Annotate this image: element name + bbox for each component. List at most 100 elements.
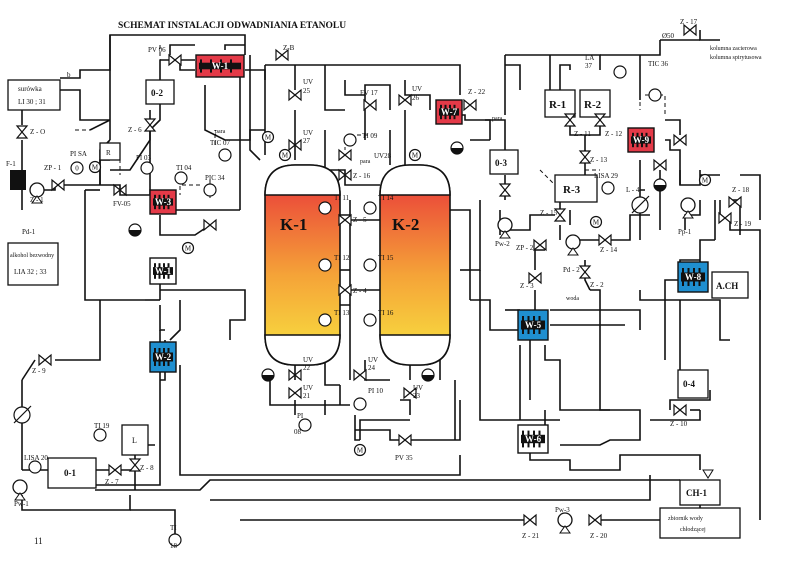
instrument-ti19 (93, 428, 107, 442)
tag-pv35: PV 35 (395, 454, 413, 462)
tag-z2: Z - 2 (590, 281, 604, 289)
tag-ti15: TI 15 (378, 254, 394, 262)
k2-label: K-2 (392, 215, 419, 234)
exchanger-w5: W-5 (517, 309, 549, 341)
li30-text: LI 30 ; 31 (18, 98, 46, 106)
box-r2 (579, 89, 611, 118)
woda-note: woda (566, 296, 579, 302)
tag-uv26: UV (412, 85, 422, 93)
valve-z10 (673, 403, 687, 417)
valve-pv35 (398, 433, 412, 447)
valve-z17 (683, 23, 697, 37)
motor-label: M (185, 245, 192, 253)
valve-z13 (578, 150, 592, 164)
tag-f1: F-1 (6, 160, 16, 168)
box-surowka (7, 79, 61, 111)
tag-z8: Z - 8 (140, 464, 154, 472)
valve-z5 (338, 213, 352, 227)
valve-zo (15, 125, 29, 139)
tag-z7: Z - 7 (105, 478, 119, 486)
box-zbiornik (659, 507, 741, 539)
tag-pisa: PI SA (70, 150, 87, 158)
valve-o3-out (498, 183, 512, 197)
valve-z16 (338, 168, 352, 182)
valve-z11 (563, 113, 577, 127)
box-l (121, 424, 149, 456)
motor-label: M (282, 152, 289, 160)
tag-z3: Z - 3 (520, 282, 534, 290)
valve-z8 (128, 458, 142, 472)
motor-w1: M (181, 241, 195, 255)
trap-k2 (421, 368, 435, 382)
tag-uv23: UV (413, 384, 423, 392)
box-r2-label: R-2 (584, 99, 602, 111)
tag-z22: Z - 22 (468, 88, 486, 96)
valve-uv22 (288, 368, 302, 382)
motor-z14: M (589, 215, 603, 229)
pump-pw1 (12, 479, 28, 501)
tag-uv24: UV (368, 356, 378, 364)
tag-uv23b: 23 (413, 392, 421, 400)
pump-pw2 (497, 217, 513, 239)
valve-z12 (593, 113, 607, 127)
valve-fv17 (363, 98, 377, 112)
box-ach-label: A.CH (716, 281, 738, 291)
tag-uv22b: 22 (303, 364, 311, 372)
box-o4 (677, 369, 709, 399)
valve-z21 (523, 513, 537, 527)
motor-label: M (92, 164, 99, 172)
tag-uv27b: 27 (303, 137, 311, 145)
instrument-pi03 (140, 161, 154, 175)
zbiornik-line1: zbiornik wody (668, 516, 703, 522)
trap-w3 (128, 223, 142, 237)
valve-z15 (553, 208, 567, 222)
trap-w7 (450, 141, 464, 155)
tag-uv25b: 25 (303, 87, 311, 95)
valve-uv21 (288, 386, 302, 400)
instrument-tic07 (218, 148, 232, 162)
tag-ti04: TI 04 (176, 164, 192, 172)
exchanger-label-w6: W-6 (525, 434, 542, 444)
tag-tic36: TIC 36 (648, 60, 669, 68)
tag-ti14: TI 14 (378, 194, 394, 202)
trap-k1 (261, 368, 275, 382)
instrument-lisa29 (601, 181, 615, 195)
valve-z9 (38, 353, 52, 367)
instrument-ti11 (318, 201, 332, 215)
valve-uv28 (338, 148, 352, 162)
kolumna-note-1: kolumna zacierowa (710, 46, 757, 52)
exchanger-label-w1top: W-1 (212, 61, 229, 71)
exchangers: W-1W-7W-9W-3W-1W-2W-5W-8W-6 (149, 54, 709, 454)
exchanger-label-w7: W-7 (441, 107, 458, 117)
tag-zb: Z-B (283, 44, 295, 52)
motor-label: M (702, 177, 709, 185)
column-k2: K-2 (379, 164, 451, 366)
exchanger-w8: W-8 (677, 261, 709, 293)
instrument-ti12 (318, 258, 332, 272)
instrument-ti18 (168, 533, 182, 547)
valve-z7 (108, 463, 122, 477)
tag-uv21: UV (303, 384, 313, 392)
tag-ti18b: 18 (170, 542, 178, 550)
kolumna-note-2: kolumna spirytusowa (710, 55, 762, 61)
page-number: 11 (34, 536, 43, 546)
tag-lisa20: LISA 20 (24, 454, 48, 462)
valve-z14 (598, 233, 612, 247)
valve-uv27 (288, 138, 302, 152)
motor-label: M (412, 152, 419, 160)
exchanger-w2: W-2 (149, 341, 177, 373)
tag-z21: Z - 21 (522, 532, 540, 540)
valve-zp2 (533, 238, 547, 252)
pump-pw3 (557, 512, 573, 534)
valve-zb (275, 48, 289, 62)
exchanger-w3: W-3 (149, 189, 177, 215)
rotameter-left (13, 405, 32, 424)
box-o4-label: 0-4 (683, 379, 695, 389)
tag-uv22: UV (303, 356, 313, 364)
motor-pv35: M (353, 443, 367, 457)
tag-ti16: TI 16 (378, 309, 394, 317)
box-o1 (47, 457, 97, 489)
motor-pp1: M (698, 173, 712, 187)
surowka-text: surówka (18, 85, 43, 93)
